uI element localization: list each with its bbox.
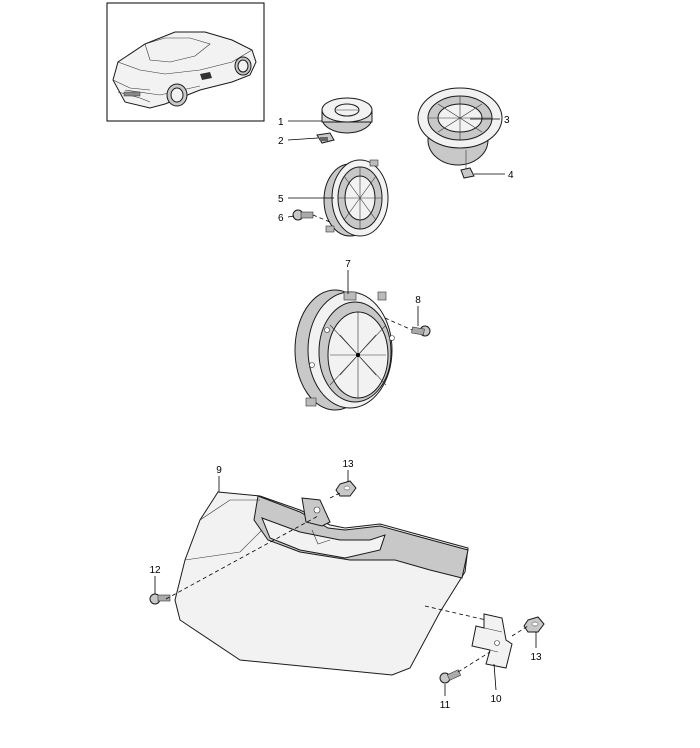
callout-4: 4 — [508, 170, 514, 181]
callout-9: 9 — [216, 465, 222, 476]
callout-3: 3 — [504, 115, 510, 126]
screw-icon — [411, 325, 431, 337]
screw-icon — [292, 209, 314, 221]
assembly-lines — [165, 214, 529, 673]
clip-icon — [460, 167, 475, 179]
callout-7: 7 — [345, 259, 351, 270]
car-thumbnail — [106, 2, 265, 122]
woofer-speaker-icon — [294, 289, 395, 411]
car-icon — [112, 31, 257, 109]
nut-icon — [335, 480, 357, 497]
bracket-icon — [471, 613, 513, 669]
callout-5: 5 — [278, 194, 284, 205]
tweeter-speaker-icon — [321, 97, 373, 134]
midrange-speaker-icon — [417, 87, 503, 170]
door-speaker-icon — [323, 159, 389, 237]
callout-10: 10 — [490, 694, 502, 705]
callout-13-upper: 13 — [342, 459, 354, 470]
screw-icon — [439, 669, 462, 684]
leader-lines — [154, 118, 537, 696]
callout-12: 12 — [149, 565, 161, 576]
screw-icon — [149, 593, 171, 605]
subwoofer-enclosure-icon — [174, 491, 469, 676]
nut-icon — [523, 616, 545, 633]
callout-8: 8 — [415, 295, 421, 306]
callout-1: 1 — [278, 117, 284, 128]
callout-6: 6 — [278, 213, 284, 224]
clip-icon — [316, 132, 335, 144]
callout-labels: 1 2 3 4 5 6 7 8 9 10 11 12 13 13 — [149, 115, 542, 711]
callout-2: 2 — [278, 136, 284, 147]
callout-13-lower: 13 — [530, 652, 542, 663]
callout-11: 11 — [440, 700, 451, 711]
